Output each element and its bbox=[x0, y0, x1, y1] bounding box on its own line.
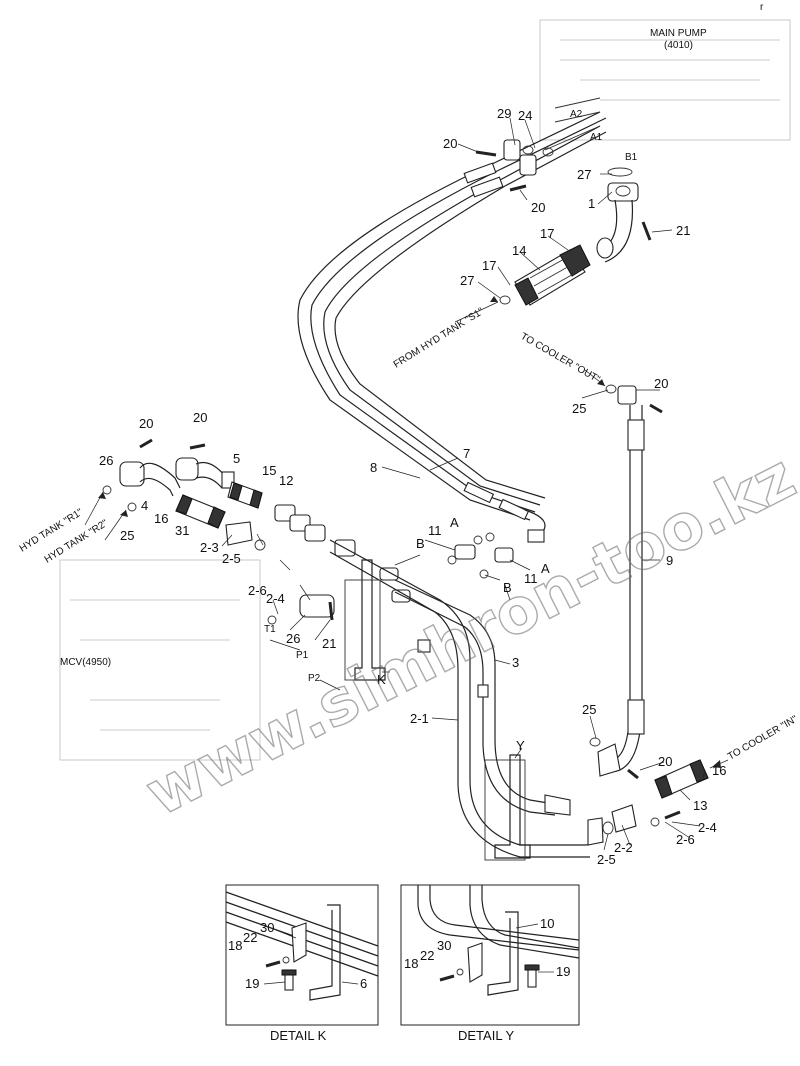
callout-20: 20 bbox=[193, 410, 207, 425]
corner-mark: r bbox=[760, 2, 764, 13]
callout-25: 25 bbox=[120, 528, 134, 543]
callout-21: 21 bbox=[322, 636, 336, 651]
tank-return-fittings bbox=[102, 438, 266, 551]
callout-21: 21 bbox=[676, 223, 690, 238]
callout-29: 29 bbox=[497, 106, 511, 121]
port-label-b: B bbox=[416, 536, 425, 551]
callout-k: K bbox=[377, 672, 386, 687]
detail-y-box: 10 30 22 18 19 bbox=[400, 884, 580, 1026]
callout-27: 27 bbox=[577, 167, 591, 182]
callout-15: 15 bbox=[262, 463, 276, 478]
callout-25: 25 bbox=[582, 702, 596, 717]
callout-5: 5 bbox=[233, 451, 240, 466]
callout-17: 17 bbox=[482, 258, 496, 273]
callout-2-5: 2-5 bbox=[222, 551, 241, 566]
callout-2-6: 2-6 bbox=[248, 583, 267, 598]
callout-27: 27 bbox=[460, 273, 474, 288]
port-label-a: A bbox=[541, 561, 550, 576]
to-cooler-out-label: TO COOLER "OUT" bbox=[519, 331, 603, 386]
callout-20: 20 bbox=[139, 416, 153, 431]
main-pump-label: MAIN PUMP bbox=[650, 28, 707, 39]
callout-9: 9 bbox=[666, 553, 673, 568]
callout-20: 20 bbox=[654, 376, 668, 391]
detail-y-callout-19: 19 bbox=[556, 964, 570, 979]
callout-24: 24 bbox=[518, 108, 532, 123]
cooler-pipe-9 bbox=[589, 384, 663, 780]
detail-k-box: 30 22 18 19 6 bbox=[225, 884, 379, 1026]
bracket-y bbox=[484, 754, 531, 861]
background-ghost-parts bbox=[59, 19, 791, 761]
port-p1: P1 bbox=[296, 650, 309, 661]
port-p2: P2 bbox=[308, 673, 321, 684]
from-hyd-tank-s1-label: FROM HYD TANK "S1" bbox=[392, 306, 486, 371]
detail-k-callout-30: 30 bbox=[260, 920, 274, 935]
callout-3: 3 bbox=[512, 655, 519, 670]
callout-8: 8 bbox=[370, 460, 377, 475]
detail-k-callout-19: 19 bbox=[245, 976, 259, 991]
callout-17: 17 bbox=[540, 226, 554, 241]
callout-31: 31 bbox=[175, 523, 189, 538]
main-pump-code: (4010) bbox=[664, 40, 693, 51]
callout-2-4: 2-4 bbox=[266, 591, 285, 606]
port-label-b: B bbox=[503, 580, 512, 595]
leader-lines bbox=[84, 117, 729, 851]
callout-2-1: 2-1 bbox=[410, 711, 429, 726]
callout-20: 20 bbox=[658, 754, 672, 769]
callout-11: 11 bbox=[524, 571, 538, 586]
detail-y-callout-30: 30 bbox=[437, 938, 451, 953]
callout-26: 26 bbox=[286, 631, 300, 646]
hoses-7-8 bbox=[297, 111, 607, 543]
callout-25: 25 bbox=[572, 401, 586, 416]
port-b1: B1 bbox=[625, 152, 638, 163]
pressure-lines bbox=[329, 539, 709, 858]
detail-y-title: DETAIL Y bbox=[458, 1028, 514, 1043]
detail-k-callout-22: 22 bbox=[243, 930, 257, 945]
callout-12: 12 bbox=[279, 473, 293, 488]
detail-y-callout-22: 22 bbox=[420, 948, 434, 963]
bracket-k bbox=[344, 559, 386, 681]
callout-2-6: 2-6 bbox=[676, 832, 695, 847]
callout-2-5: 2-5 bbox=[597, 852, 616, 867]
callout-16: 16 bbox=[712, 763, 726, 778]
callout-2-3: 2-3 bbox=[200, 540, 219, 555]
suction-assembly bbox=[499, 167, 652, 306]
callout-20: 20 bbox=[443, 136, 457, 151]
callout-26: 26 bbox=[99, 453, 113, 468]
callout-16: 16 bbox=[154, 511, 168, 526]
mcv-fittings bbox=[267, 504, 514, 625]
port-t1: T1 bbox=[264, 624, 276, 635]
detail-k-callout-6: 6 bbox=[360, 976, 367, 991]
port-label-a: A bbox=[450, 515, 459, 530]
detail-y-callout-18: 18 bbox=[404, 956, 418, 971]
callout-13: 13 bbox=[693, 798, 707, 813]
mcv-label: MCV(4950) bbox=[60, 657, 111, 668]
callout-2-2: 2-2 bbox=[614, 840, 633, 855]
callout-2-4: 2-4 bbox=[698, 820, 717, 835]
callout-14: 14 bbox=[512, 243, 526, 258]
to-cooler-in-label: TO COOLER "IN" bbox=[726, 714, 800, 763]
detail-k-title: DETAIL K bbox=[270, 1028, 327, 1043]
pump-flanges bbox=[475, 97, 601, 192]
callout-11: 11 bbox=[428, 523, 442, 538]
detail-y-callout-10: 10 bbox=[540, 916, 554, 931]
callout-7: 7 bbox=[463, 446, 470, 461]
callout-y: Y bbox=[516, 738, 525, 753]
callout-4: 4 bbox=[141, 498, 148, 513]
callout-20: 20 bbox=[531, 200, 545, 215]
port-a2: A2 bbox=[570, 109, 583, 120]
port-a1: A1 bbox=[590, 132, 603, 143]
detail-k-callout-18: 18 bbox=[228, 938, 242, 953]
callout-1: 1 bbox=[588, 196, 595, 211]
